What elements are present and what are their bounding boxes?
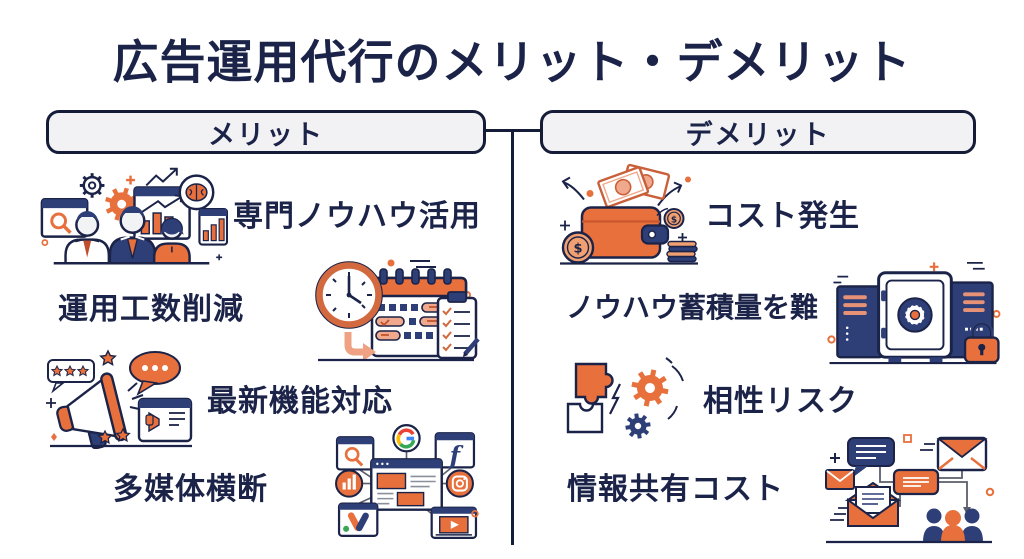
browser-window-icon: [370, 458, 443, 511]
sparkle-icon: [51, 433, 57, 441]
demerit-label-3: 相性リスク: [703, 385, 858, 418]
checklist-icon: [436, 291, 478, 360]
demerit-label-2: ノウハウ蓄積量を難: [566, 292, 819, 323]
demerits-header-label: デメリット: [685, 119, 831, 150]
column-divider-line: [511, 131, 514, 545]
merit-label-2: 運用工数削減: [58, 293, 244, 326]
padlock-icon: [963, 321, 1000, 364]
search-window-icon: [335, 436, 375, 471]
communication-illustration: [820, 430, 998, 548]
bar-chart-window-icon: [198, 208, 228, 246]
open-envelope-icon: [830, 481, 902, 527]
coin-stack-icon: [666, 240, 698, 263]
lightning-icon: [609, 383, 621, 415]
safe-illustration: [822, 257, 1004, 367]
review-stars-icon: [47, 359, 95, 394]
growth-arrow-icon: [145, 168, 177, 187]
puzzle-piece-icon: [566, 362, 614, 434]
puzzle-gears-illustration: [558, 352, 688, 452]
team-illustration: [36, 162, 228, 268]
arrow-icon: [561, 176, 683, 207]
star-icon: [99, 349, 117, 366]
coin-icon: $: [561, 231, 595, 264]
instagram-icon: [445, 469, 474, 498]
merit-label-4: 多媒体横断: [113, 473, 268, 506]
google-ads-icon: [337, 502, 379, 537]
coin-icon: $: [656, 207, 685, 229]
megaphone-illustration: [42, 347, 197, 449]
google-logo-icon: [392, 424, 421, 453]
speech-bubble-icon: [129, 351, 181, 396]
header-connector-line: [483, 129, 541, 132]
youtube-play-icon: [430, 506, 478, 539]
ad-window-icon: [137, 397, 193, 443]
facebook-icon: f: [434, 432, 476, 469]
svg-text:$: $: [671, 216, 677, 226]
bar-chart-icon: [335, 469, 364, 498]
banknote-icon: [597, 163, 671, 208]
wallet-icon: [580, 206, 670, 259]
merit-label-1: 専門ノウハウ活用: [233, 200, 481, 233]
gear-icon: [631, 369, 669, 407]
megaphone-icon: [56, 372, 128, 449]
safe-icon: [877, 271, 953, 364]
arrow-icon: [344, 332, 376, 361]
clock-calendar-illustration: [312, 252, 480, 364]
merits-header: メリット: [46, 110, 486, 154]
star-icon: [97, 427, 131, 445]
svg-text:$: $: [573, 242, 582, 257]
people-group-icon: [923, 508, 983, 542]
clock-icon: [315, 261, 383, 329]
envelope-icon: [920, 436, 988, 472]
chat-bubble-icon: [847, 437, 895, 478]
demerits-header: デメリット: [540, 110, 976, 154]
svg-text:f: f: [448, 440, 464, 469]
message-node-icon: [892, 468, 940, 496]
person-figure: [152, 217, 191, 265]
person-figure: [64, 211, 111, 265]
envelope-icon: [825, 469, 855, 490]
merits-header-label: メリット: [208, 119, 324, 150]
brain-icon: [178, 174, 215, 211]
wallet-illustration: $ $: [554, 163, 704, 270]
demerit-label-1: コスト発生: [705, 200, 860, 233]
server-rack-icon: [836, 285, 884, 359]
person-figure: [108, 206, 157, 265]
sparkle-icon: [126, 175, 135, 185]
merit-label-3: 最新機能対応: [207, 385, 393, 418]
multimedia-illustration: f: [331, 421, 480, 540]
page-title: 広告運用代行のメリット・デメリット: [112, 36, 912, 88]
demerit-label-4: 情報共有コスト: [567, 473, 784, 506]
gear-icon: [79, 173, 105, 198]
pen-icon: [463, 337, 480, 357]
gear-icon: [625, 413, 651, 439]
